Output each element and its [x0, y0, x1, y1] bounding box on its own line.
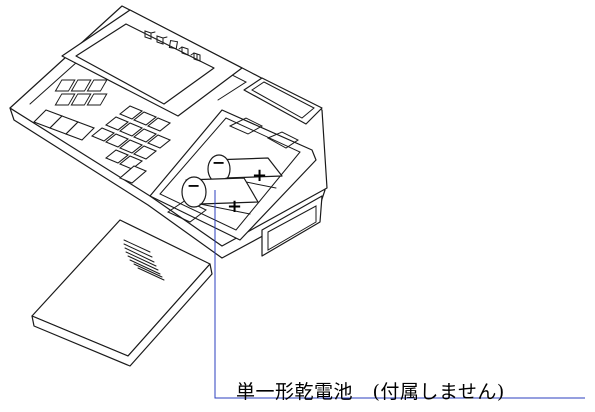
display-panel [61, 9, 243, 117]
keypad [33, 79, 172, 184]
battery-upper: − + [207, 153, 283, 189]
battery-cover [31, 219, 213, 367]
battery-lower-minus: − [187, 176, 200, 195]
battery-callout-label: 単一形乾電池 (付属しません) [236, 381, 505, 403]
battery-lower-plus: + [227, 196, 242, 217]
left-key-group [54, 79, 108, 106]
latch-window [243, 77, 323, 125]
battery-upper-minus: − [212, 153, 225, 172]
grip-ribs [123, 239, 165, 281]
side-vent [261, 195, 323, 257]
numeric-keys [90, 105, 172, 184]
function-keys [33, 109, 95, 141]
callout-leader-line [214, 190, 585, 399]
battery-lower: − + [181, 176, 259, 217]
battery-upper-plus: + [252, 165, 267, 186]
indicator-icons [144, 30, 201, 62]
